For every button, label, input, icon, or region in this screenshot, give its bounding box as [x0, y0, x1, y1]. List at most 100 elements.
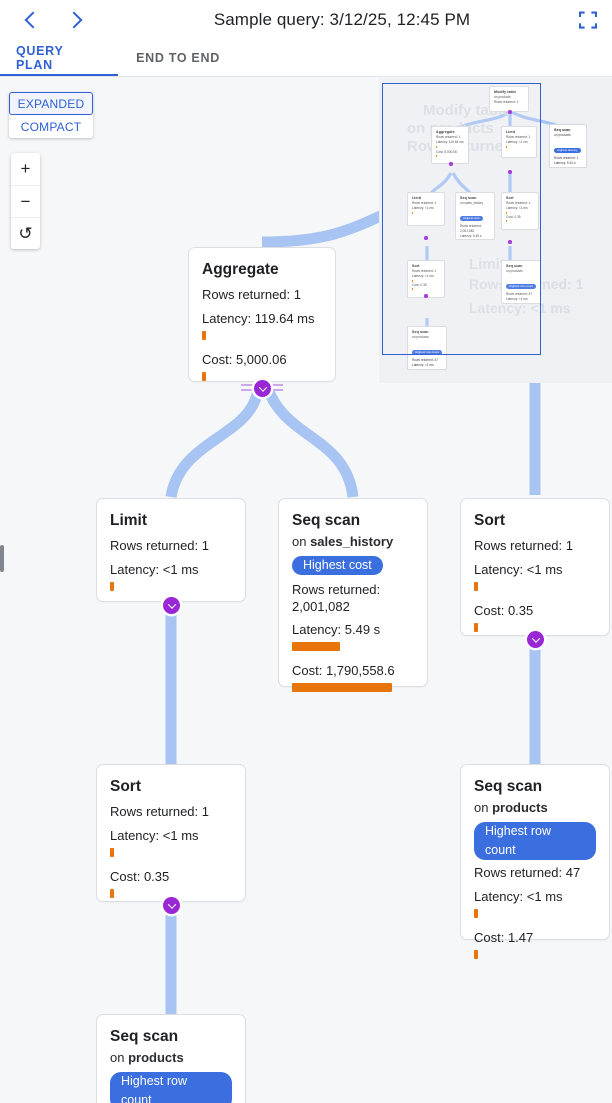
chevron-right-icon [65, 11, 82, 28]
node-rows-returned: Rows returned: 1 [110, 804, 209, 819]
latency-bar [110, 582, 114, 591]
zoom-in-button[interactable]: + [20, 159, 31, 178]
node-rows-returned: Rows returned: 47 [474, 865, 581, 880]
node-limit[interactable]: Limit Rows returned: 1 Latency: <1 ms [96, 498, 246, 602]
node-rows-returned: Rows returned: 1 [110, 538, 209, 553]
minimap-collapse-dot[interactable] [508, 240, 512, 244]
node-latency: Latency: <1 ms [474, 889, 563, 904]
minimap[interactable]: Modify table on products Rows returned L… [379, 78, 612, 383]
minimap-badge-highest-row-count: Highest row count [506, 284, 537, 290]
minimap-collapse-dot[interactable] [424, 236, 428, 240]
node-title: Sort [110, 778, 141, 795]
collapse-toggle-limit[interactable] [163, 597, 180, 614]
badge-highest-cost: Highest cost [292, 556, 383, 575]
latency-bar [474, 582, 478, 591]
minimap-node-seq-scan-cost[interactable]: Seq scan on sales_history Highest cost R… [455, 192, 495, 240]
latency-bar [110, 848, 114, 857]
node-latency: Latency: 5.49 s [292, 622, 381, 637]
collapse-toggle-aggregate[interactable] [254, 380, 271, 397]
node-table-name: products [492, 800, 548, 815]
node-subtitle: on sales_history [292, 532, 414, 551]
node-on-prefix: on [292, 534, 311, 549]
layout-mode-toggle[interactable]: EXPANDED COMPACT [9, 92, 93, 138]
latency-bar [292, 642, 340, 651]
cost-bar [110, 889, 114, 898]
minimap-node-seq-scan-latency[interactable]: Seq scan on products Highest latency Row… [549, 124, 587, 168]
mode-compact-button[interactable]: COMPACT [20, 119, 82, 134]
node-aggregate[interactable]: Aggregate Rows returned: 1 Latency: 119.… [188, 247, 336, 382]
node-on-prefix: on [474, 800, 493, 815]
zoom-controls[interactable]: + − ↺ [11, 153, 40, 249]
node-table-name: sales_history [310, 534, 394, 549]
node-cost: Cost: 1,790,558.6 [292, 663, 395, 678]
node-latency: Latency: 119.64 ms [202, 311, 315, 326]
chevron-down-icon [167, 899, 176, 909]
node-cost: Cost: 0.35 [474, 603, 534, 618]
minimap-node-modify-table[interactable]: Modify table on products Rows returned: … [489, 86, 529, 112]
tab-query-plan[interactable]: QUERY PLAN [0, 39, 118, 77]
badge-highest-row-count: Highest row count [110, 1072, 232, 1103]
node-cost: Cost: 0.35 [110, 869, 170, 884]
cost-bar [474, 950, 478, 959]
node-title: Seq scan [292, 512, 361, 529]
back-button[interactable] [14, 3, 48, 37]
minimap-badge-highest-cost: Highest cost [460, 216, 483, 222]
badge-highest-row-count: Highest row count [474, 822, 596, 860]
cost-bar [202, 372, 206, 381]
latency-bar [474, 909, 478, 918]
node-title: Seq scan [110, 1028, 179, 1045]
node-on-prefix: on [110, 1050, 129, 1065]
node-rows-returned: Rows returned: 1 [474, 538, 573, 553]
node-title: Limit [110, 512, 148, 529]
latency-bar [202, 331, 206, 340]
node-latency: Latency: <1 ms [110, 562, 199, 577]
node-seq-scan-products-right[interactable]: Seq scan on products Highest row count R… [460, 764, 610, 959]
reset-view-button[interactable]: ↺ [11, 217, 40, 249]
minimap-node-aggregate[interactable]: Aggregate Rows returned: 1 Latency: 119.… [431, 126, 469, 164]
mode-expanded-button[interactable]: EXPANDED [9, 92, 93, 115]
plan-canvas[interactable]: EXPANDED COMPACT + − ↺ [0, 77, 612, 1103]
node-seq-scan-products-bottom[interactable]: Seq scan on products Highest row count R… [96, 1014, 246, 1103]
node-sort-left[interactable]: Sort Rows returned: 1 Latency: <1 ms Cos… [96, 764, 246, 902]
forward-button[interactable] [58, 3, 92, 37]
minimap-badge-highest-row-count: Highest row count [412, 350, 443, 356]
cost-bar [292, 683, 392, 692]
node-latency: Latency: <1 ms [110, 828, 199, 843]
chevron-down-icon [167, 599, 176, 609]
node-sort-right[interactable]: Sort Rows returned: 1 Latency: <1 ms Cos… [460, 498, 610, 636]
node-table-name: products [128, 1050, 184, 1065]
fullscreen-icon [579, 11, 597, 29]
node-subtitle: on products [474, 798, 596, 817]
tab-end-to-end[interactable]: END TO END [136, 51, 220, 65]
minimap-node-limit[interactable]: Limit Rows returned: 1 Latency: <1 ms [501, 126, 537, 158]
minimap-node-limit-mid[interactable]: Limit Rows returned: 1 Latency: <1 ms [407, 192, 445, 226]
minimap-collapse-dot[interactable] [508, 170, 512, 174]
minimap-collapse-dot[interactable] [424, 294, 428, 298]
node-latency: Latency: <1 ms [474, 562, 563, 577]
minimap-badge-highest-latency: Highest latency [554, 148, 581, 154]
vertical-scrollbar-handle[interactable] [0, 545, 4, 572]
zoom-out-button[interactable]: − [11, 185, 40, 217]
page-title: Sample query: 3/12/25, 12:45 PM [213, 9, 471, 29]
minimap-viewport-rect[interactable] [382, 83, 541, 355]
node-rows-returned: Rows returned: 1 [202, 287, 301, 302]
collapse-toggle-sort-left[interactable] [163, 897, 180, 914]
tab-bar: QUERY PLAN END TO END [0, 39, 612, 77]
minimap-collapse-dot[interactable] [449, 162, 453, 166]
chevron-down-icon [531, 633, 540, 643]
minimap-node-seq-scan-rows-bottom[interactable]: Seq scan on products Highest row count R… [407, 326, 447, 370]
node-seq-scan-sales-history[interactable]: Seq scan on sales_history Highest cost R… [278, 498, 428, 692]
node-title: Seq scan [474, 778, 543, 795]
fullscreen-button[interactable] [572, 4, 604, 36]
node-cost: Cost: 5,000.06 [202, 352, 287, 367]
minimap-node-seq-scan-rows-mid[interactable]: Seq scan on products Highest row count R… [501, 260, 541, 304]
collapse-toggle-sort-right[interactable] [527, 631, 544, 648]
chevron-down-icon [258, 382, 267, 392]
minimap-collapse-dot[interactable] [508, 110, 512, 114]
minimap-node-sort-mid[interactable]: Sort Rows returned: 1 Latency: <1 ms Cos… [501, 192, 539, 230]
app-header: Sample query: 3/12/25, 12:45 PM [0, 0, 612, 39]
node-subtitle: on products [110, 1048, 232, 1067]
minimap-node-sort-left[interactable]: Sort Rows returned: 1 Latency: <1 ms Cos… [407, 260, 445, 298]
chevron-left-icon [24, 11, 41, 28]
